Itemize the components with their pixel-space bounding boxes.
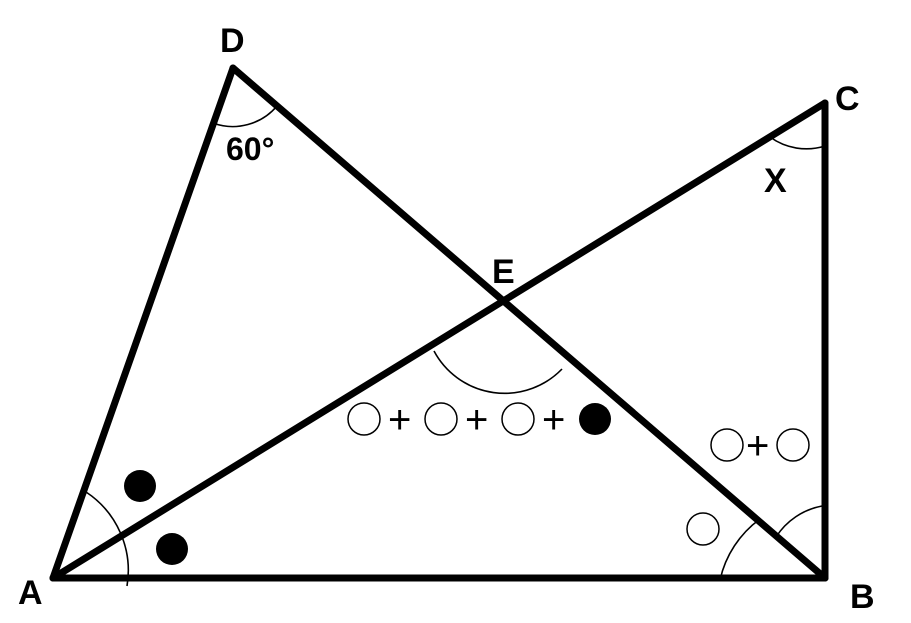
vertex-label-D: D (220, 22, 245, 60)
angle-arc-B-outer (719, 518, 761, 581)
vertex-label-C: C (835, 80, 860, 118)
vertex-label-E: E (492, 253, 515, 291)
angle-arc-C (769, 136, 826, 150)
open-circle-mark (501, 402, 535, 436)
open-circle-mark (710, 428, 744, 462)
angle-label-C: X (764, 162, 787, 200)
open-circle-mark (424, 402, 458, 436)
vertex-label-B: B (850, 578, 875, 616)
angle-arc-D (213, 105, 278, 128)
angle-arc-E (433, 350, 563, 395)
plus-sign: + (542, 398, 565, 442)
filled-circle-mark (156, 533, 188, 565)
angle-arc-A-outer (85, 491, 130, 587)
open-circle-mark (776, 428, 810, 462)
open-circle-mark (686, 512, 720, 546)
filled-circle-mark (124, 470, 156, 502)
angle-arc-B-inner (775, 505, 823, 538)
vertex-label-A: A (18, 574, 43, 612)
segment-AD (49, 64, 237, 582)
plus-sign: + (746, 424, 769, 468)
segment-AC (49, 99, 829, 582)
filled-circle-mark (579, 403, 611, 435)
angle-label-D: 60° (226, 131, 274, 167)
open-circle-mark (347, 402, 381, 436)
plus-sign: + (388, 398, 411, 442)
segment-DB (229, 64, 829, 582)
plus-sign: + (465, 398, 488, 442)
